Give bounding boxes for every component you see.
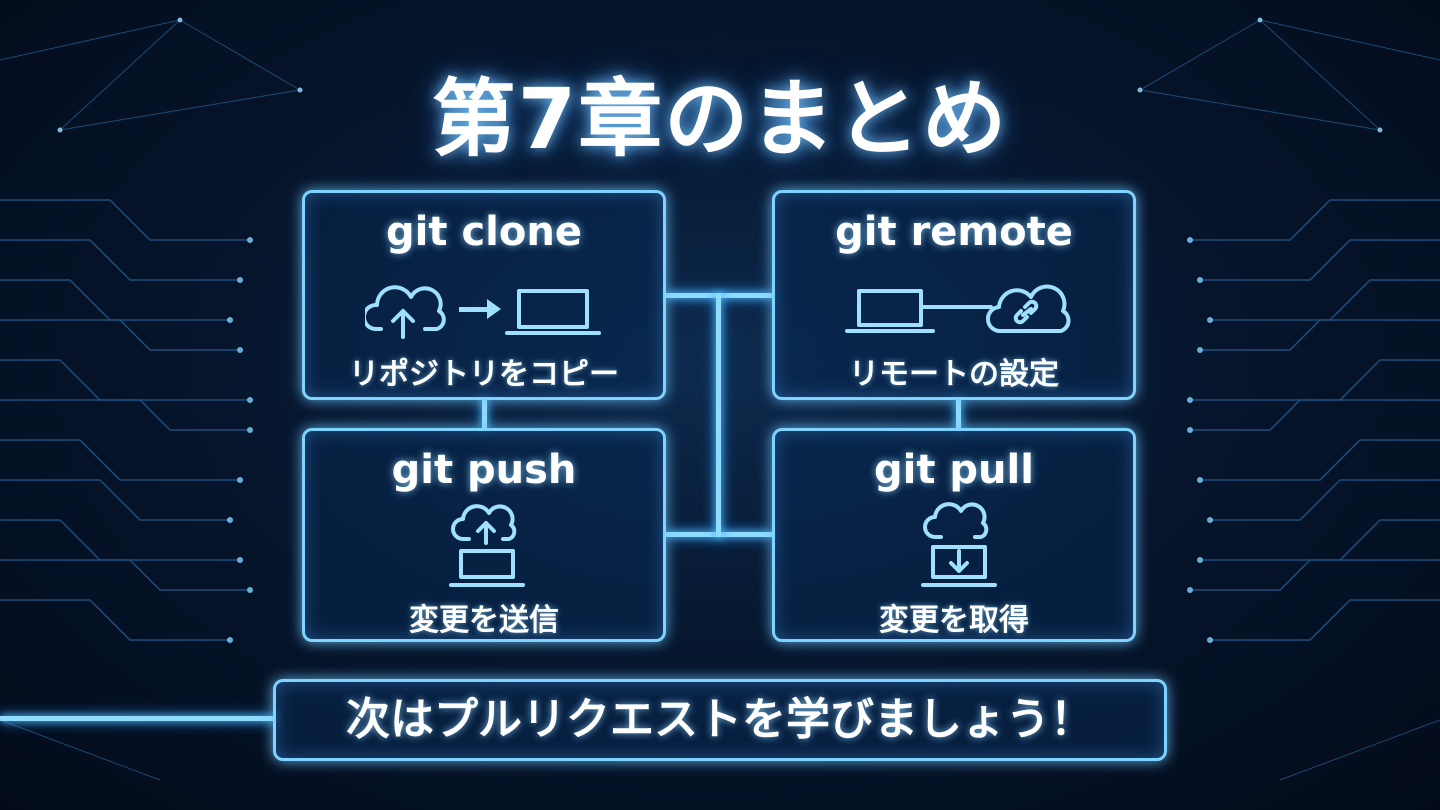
card-description: 変更を送信 <box>409 603 559 638</box>
card-command: git remote <box>835 209 1073 255</box>
card-description: リポジトリをコピー <box>349 357 619 392</box>
card-git-push: git push 変更を送信 <box>302 428 666 642</box>
cloud-download-laptop-icon <box>921 502 997 587</box>
card-description: リモートの設定 <box>849 357 1059 392</box>
laptop-linked-cloud-icon <box>845 284 1071 334</box>
card-git-pull: git pull 変更を取得 <box>772 428 1136 642</box>
connector-vertical-center <box>716 293 721 537</box>
laptop-upload-cloud-icon <box>449 504 525 587</box>
page-title: 第7章のまとめ <box>431 70 1009 168</box>
card-command: git pull <box>874 447 1034 493</box>
connector-clone-push <box>482 398 487 429</box>
next-topic-banner: 次はプルリクエストを学びましょう！ <box>273 679 1167 761</box>
connector-banner-left <box>0 716 275 721</box>
card-git-clone: git clone リポジトリをコピー <box>302 190 666 400</box>
connector-remote-pull <box>956 398 961 429</box>
cloud-to-laptop-icon <box>365 285 601 339</box>
card-git-remote: git remote リモートの設定 <box>772 190 1136 400</box>
card-description: 変更を取得 <box>879 603 1029 638</box>
card-command: git push <box>391 447 577 493</box>
card-command: git clone <box>386 209 582 255</box>
